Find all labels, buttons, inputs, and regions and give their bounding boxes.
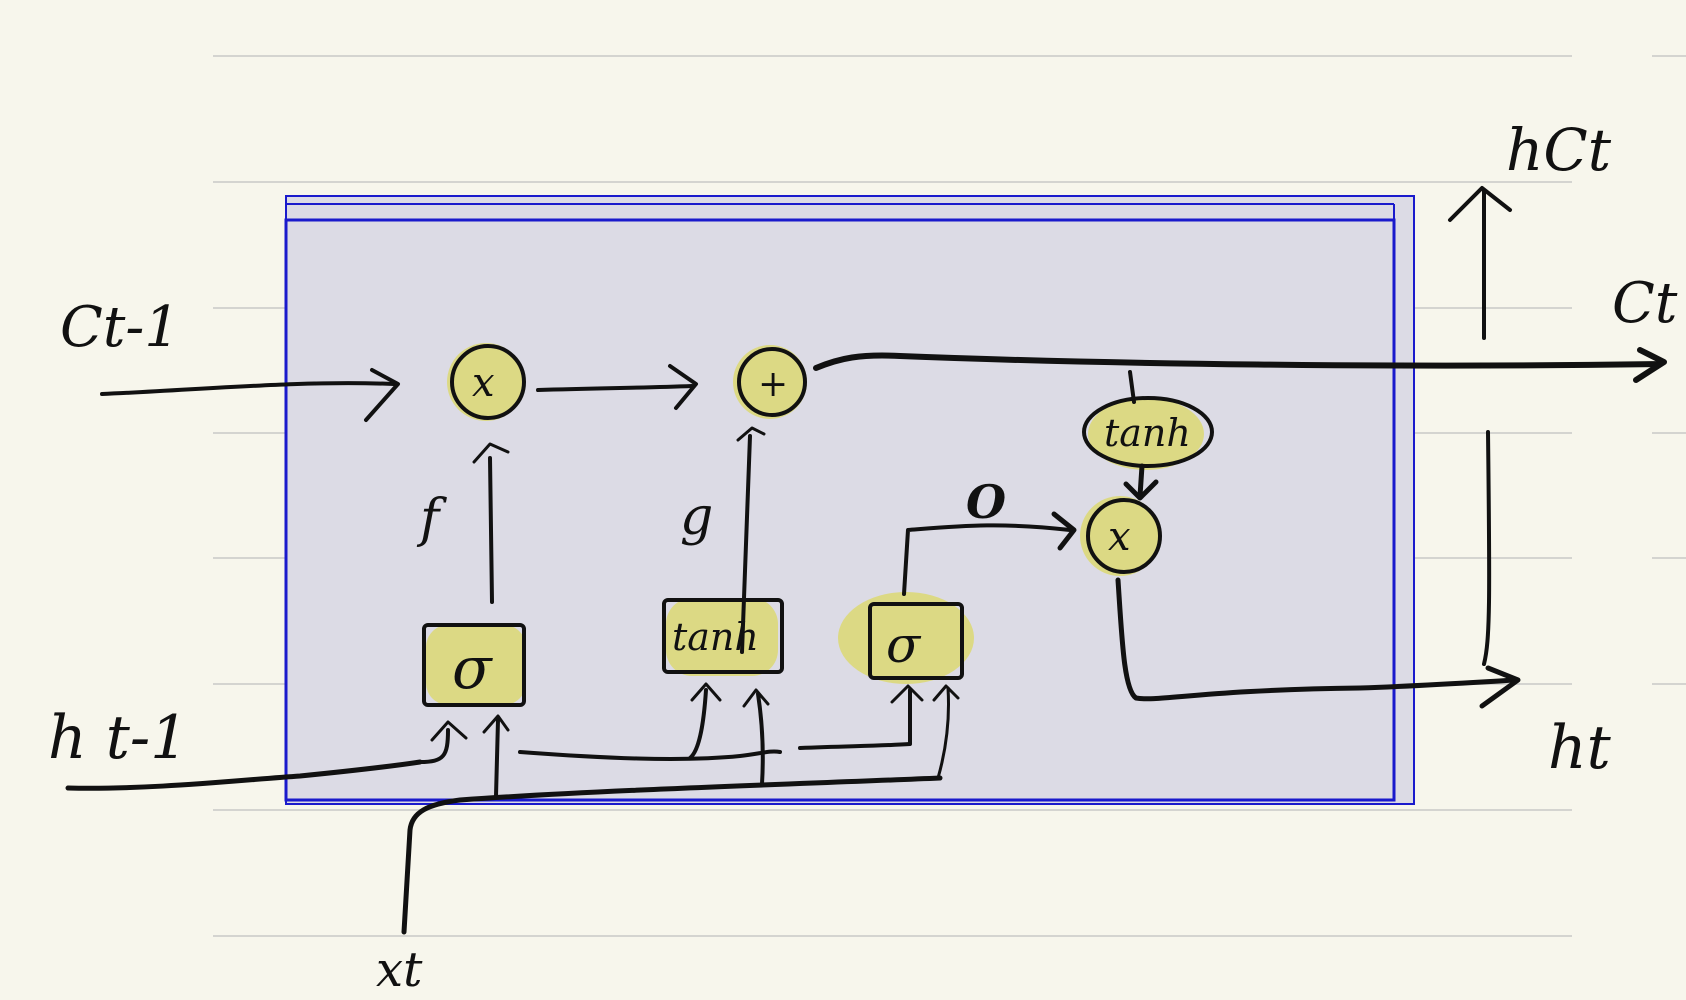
h-prev-to-forget [418,728,450,764]
forget-mult-symbol: x [472,360,495,406]
label-h-prev: h t-1 [48,703,188,773]
cand-tanh-box [662,598,784,674]
h-prev-to-forget-arrowhead [430,720,468,742]
out-sigma-box [868,602,964,680]
xt-to-cand [756,692,765,786]
cell-tanh-ellipse [1082,396,1214,468]
xt-to-cand-arrowhead [742,688,770,708]
cell-state-arrowhead [1633,347,1667,383]
out-sigma-symbol: σ [886,616,922,674]
xt-to-forget [494,718,500,798]
cand-up-arrowhead [736,426,766,442]
h-prev-bus [518,749,782,761]
highlight-output-mult [1080,496,1160,576]
label-ct: Ct [1612,271,1678,336]
forget-sigma-box [422,623,526,707]
add-circle [737,347,807,417]
label-xt: xt [376,942,423,998]
highlight-cell-tanh [1088,398,1204,470]
highlight-add [733,345,807,419]
label-hct: hCt [1506,116,1612,184]
node-symbols: x + x σ tanh σ tanh [452,360,1191,702]
tanh-to-mult-line [1137,463,1145,499]
cand-tanh-symbol: tanh [672,615,759,659]
add-symbol: + [758,364,788,405]
labels: Ct-1 h t-1 xt Ct ht hCt f g O [48,116,1678,998]
mult-to-add-arrowhead [668,364,698,410]
xt-to-out [936,686,950,780]
forget-sigma-symbol: σ [452,634,493,702]
out-gate-line [902,523,1072,596]
label-ht: ht [1548,713,1612,783]
highlight-forget-sigma [426,625,526,705]
h-prev-to-cand [688,688,708,760]
cell-tanh-symbol: tanh [1104,411,1191,455]
xt-to-out-arrowhead [932,684,960,702]
branch-up-line [1482,430,1492,666]
c-prev-arrowhead [364,368,400,422]
forget-up-arrowhead [472,442,510,464]
hct-arrowhead [1448,186,1512,222]
forget-up-line [488,456,494,604]
h-prev-line [65,759,423,791]
output-mult-symbol: x [1108,514,1131,560]
cell-state-line [813,352,1663,371]
lstm-cell-box [284,195,1415,805]
ink-strokes [65,186,1667,935]
xt-line [401,775,943,935]
label-g: g [680,487,713,547]
output-mult-circle [1086,498,1162,574]
ht-arrowhead [1479,665,1521,709]
mult-to-ht-line [1115,577,1519,702]
label-c-prev: Ct-1 [60,295,180,360]
c-prev-line [100,381,396,396]
cell-fill [285,195,1415,805]
highlight-forget-mult [447,343,525,421]
out-gate-arrowhead [1051,511,1077,551]
xt-to-forget-arrowhead [482,714,510,734]
cand-up-line [740,434,752,654]
h-prev-to-out [798,688,912,750]
tanh-to-mult-arrowhead [1123,479,1159,501]
h-prev-to-cand-arrowhead [690,682,722,702]
h-prev-to-out-arrowhead [890,684,924,704]
highlight-cand-tanh [666,598,778,676]
mult-to-add-line [536,384,694,392]
label-o: O [966,475,1006,529]
forget-mult-circle [450,344,526,420]
